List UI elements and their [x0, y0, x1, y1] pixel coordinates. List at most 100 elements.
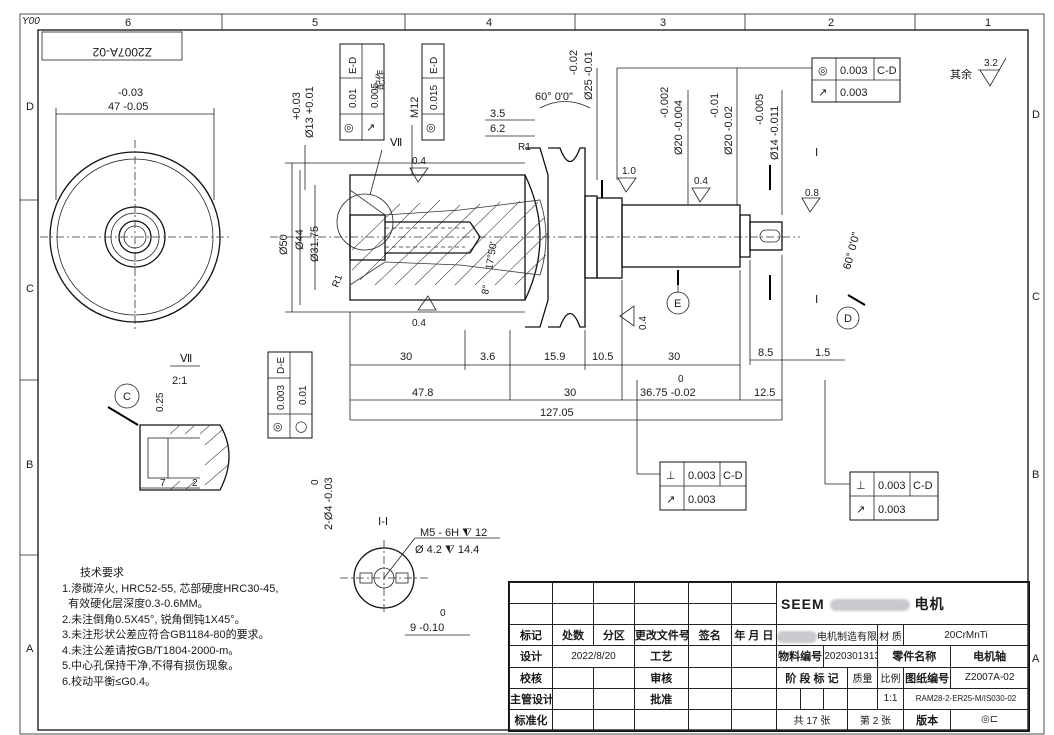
svg-text:C-D: C-D [877, 65, 897, 77]
svg-text:6.2: 6.2 [490, 123, 505, 135]
shaft-main-view [270, 147, 800, 328]
svg-text:其余: 其余 [950, 67, 972, 81]
svg-text:↗: ↗ [366, 122, 375, 134]
mirrored-drawing-number: Z2007A-02 [41, 31, 183, 61]
bottom-dimensions: 30 3.6 15.9 10.5 30 8.5 1.5 47.8 30 0 36… [349, 255, 845, 421]
note-line: 2.未注倒角0.5X45°, 锐角倒钝1X45°。 [62, 613, 246, 626]
detail-circle-vii [336, 193, 394, 251]
paint-mark: 配作 [375, 70, 387, 90]
datum-d: D [836, 294, 866, 330]
gdt-frame-mid-2: ⊥ 0.003 C-D ↗ 0.003 [824, 380, 939, 521]
zone-col-3: 3 [660, 17, 666, 29]
zone-row-d: D [26, 101, 34, 113]
zone-col-2: 2 [828, 17, 834, 29]
note-line: 3.未注形状公差应符合GB1184-80的要求。 [62, 629, 270, 641]
svg-text:0.003: 0.003 [688, 470, 716, 482]
roughness-other: 其余 3.2 [950, 57, 1007, 87]
sheets-total: 共 17 张 [775, 708, 849, 732]
design-label: 设计 [508, 645, 554, 668]
zone-row-a-right: A [1032, 653, 1040, 665]
approve-label: 批准 [633, 687, 689, 710]
left-diameters: Ø50 Ø44 Ø31.75 R1 17°50' 8° Ⅶ [278, 137, 525, 313]
gdt-frame-top-right: ◎ 0.003 C-D ↗ 0.003 [616, 57, 901, 180]
svg-text:0.8: 0.8 [805, 188, 819, 199]
svg-text:60° 0'0": 60° 0'0" [535, 91, 573, 103]
standard-label: 标准化 [508, 708, 554, 732]
svg-text:Ø 4.2 ⧨ 14.4: Ø 4.2 ⧨ 14.4 [415, 544, 479, 556]
svg-text:D: D [844, 313, 852, 325]
svg-text:0.005: 0.005 [370, 83, 381, 108]
svg-text:M12: M12 [409, 97, 421, 118]
svg-text:47 -0.05: 47 -0.05 [108, 101, 148, 113]
svg-text:↗: ↗ [666, 494, 675, 506]
zone-columns: 6 5 4 3 2 1 [125, 14, 991, 30]
svg-text:47.8: 47.8 [412, 387, 433, 399]
note-line: 6.校动平衡≤G0.4。 [62, 675, 157, 688]
svg-text:↗: ↗ [856, 504, 865, 516]
svg-text:0.003: 0.003 [688, 494, 716, 506]
svg-text:D-E: D-E [276, 356, 287, 374]
zone-row-b: B [26, 459, 33, 471]
svg-text:◎: ◎ [818, 65, 828, 77]
svg-text:E-D: E-D [429, 57, 440, 74]
svg-text:8°: 8° [480, 284, 492, 295]
version-label: 版本 [902, 708, 952, 732]
svg-text:Ⅰ: Ⅰ [815, 147, 818, 159]
svg-text:Ø44: Ø44 [294, 229, 306, 250]
svg-text:⊥: ⊥ [666, 470, 676, 482]
svg-text:Ⅰ-Ⅰ: Ⅰ-Ⅰ [378, 516, 388, 528]
svg-text:Z2007A-02: Z2007A-02 [92, 45, 152, 59]
svg-text:◯: ◯ [295, 421, 307, 433]
svg-text:0.003: 0.003 [840, 65, 868, 77]
svg-text:30: 30 [564, 387, 576, 399]
svg-text:36.75 -0.02: 36.75 -0.02 [640, 387, 696, 399]
svg-text:2:1: 2:1 [172, 375, 187, 387]
technical-requirements: 技术要求 1.渗碳淬火, HRC52-55, 芯部硬度HRC30-45, 有效硬… [62, 566, 312, 690]
check-label: 校核 [508, 666, 554, 689]
svg-text:0.4: 0.4 [694, 176, 708, 187]
svg-text:0.4: 0.4 [412, 318, 426, 329]
svg-text:0.003: 0.003 [878, 504, 906, 516]
drawing-no-label: 图纸编号 [902, 666, 952, 689]
svg-text:0.003: 0.003 [840, 87, 868, 99]
svg-text:C-D: C-D [723, 470, 743, 482]
craft-label: 工艺 [633, 645, 689, 668]
svg-text:0.01: 0.01 [298, 385, 309, 405]
svg-text:10.5: 10.5 [592, 351, 613, 363]
end-view: -0.03 47 -0.05 [40, 87, 230, 330]
stage-label: 阶 段 标 记 [775, 666, 849, 689]
svg-text:-0.01: -0.01 [709, 93, 721, 118]
svg-text:30: 30 [668, 351, 680, 363]
svg-text:◎: ◎ [273, 421, 283, 433]
svg-text:2: 2 [192, 478, 198, 489]
svg-text:0.01: 0.01 [348, 88, 359, 108]
svg-text:9 -0.10: 9 -0.10 [410, 622, 444, 634]
svg-text:1.5: 1.5 [815, 347, 830, 359]
svg-text:0: 0 [310, 479, 321, 485]
note-line: 4.未注公差请按GB/T1804-2000-m。 [62, 644, 240, 657]
svg-text:-0.002: -0.002 [659, 87, 671, 118]
svg-text:17°50': 17°50' [484, 241, 500, 271]
svg-text:0.4: 0.4 [412, 156, 426, 167]
header-mark: 标记 [508, 624, 554, 647]
svg-text:3.5: 3.5 [490, 108, 505, 120]
svg-text:0: 0 [678, 374, 684, 385]
gdt-frame-left: D-E 0.003 ◎ 0.01 ◯ [267, 351, 313, 439]
blurred-company-name [829, 598, 910, 611]
design-date: 2022/8/20 [552, 645, 635, 668]
svg-text:1.0: 1.0 [622, 166, 636, 177]
svg-text:C-D: C-D [913, 480, 933, 492]
part-name-label: 零件名称 [877, 645, 952, 668]
svg-text:30: 30 [400, 351, 412, 363]
svg-text:3.2: 3.2 [984, 58, 998, 69]
zone-col-4: 4 [486, 17, 492, 29]
datum-e: E [666, 285, 690, 315]
hatch-area [349, 189, 547, 286]
note-line: 有效硬化层深度0.3-0.6MM。 [62, 598, 209, 610]
zone-row-c-right: C [1032, 291, 1040, 303]
zone-row-a: A [26, 643, 34, 655]
svg-text:0.4: 0.4 [638, 316, 649, 330]
top-dimensions: +0.03 Ø13 +0.01 M12 3.5 6.2 R1 60° 0'0" … [291, 50, 863, 306]
svg-text:0.25: 0.25 [155, 392, 166, 412]
